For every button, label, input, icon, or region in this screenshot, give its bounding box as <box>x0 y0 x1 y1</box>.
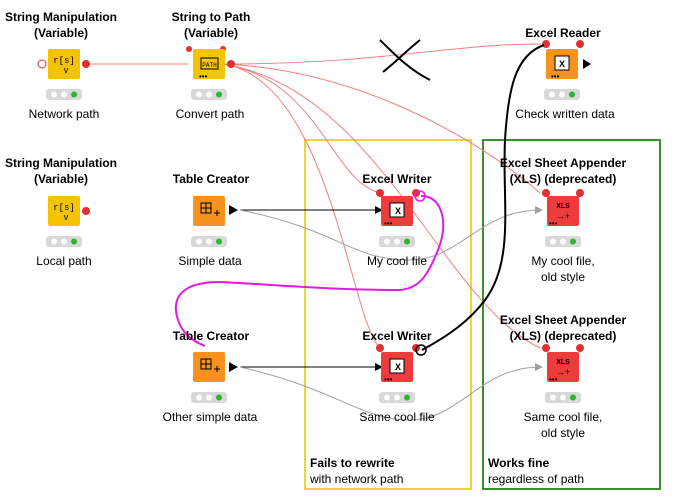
node-excel-sheet-appender-2[interactable]: XLS →+ ••• <box>542 344 584 403</box>
title-table-creator-2: Table Creator <box>172 329 250 343</box>
magenta-end-circle <box>414 190 426 202</box>
svg-text:•••: ••• <box>199 72 208 81</box>
svg-text:X: X <box>395 362 401 372</box>
svg-text:•••: ••• <box>384 219 393 228</box>
title-table-creator-1: Table Creator <box>172 172 250 186</box>
title-string-to-path: String to Path (Variable) <box>171 10 251 40</box>
fails-annotation-text: Fails to rewrite with network path <box>310 456 404 486</box>
svg-text:v: v <box>64 212 69 222</box>
label-check-written-data: Check written data <box>515 107 615 121</box>
black-end-circle <box>415 344 427 356</box>
svg-text:•••: ••• <box>551 72 560 81</box>
node-string-manipulation-local[interactable]: r[s] v <box>46 196 90 247</box>
label-my-cool-file: My cool file <box>366 254 428 268</box>
title-appender-1: Excel Sheet Appender (XLS) (deprecated) <box>499 156 627 186</box>
title-excel-reader: Excel Reader <box>525 26 601 40</box>
title-excel-writer-2: Excel Writer <box>362 329 432 343</box>
svg-text:•••: ••• <box>549 375 558 384</box>
svg-text:→+: →+ <box>556 211 570 221</box>
svg-text:v: v <box>64 65 69 75</box>
works-annotation-box <box>482 139 661 490</box>
node-string-manipulation-network[interactable]: r[s] v <box>37 49 90 100</box>
fails-annotation-box <box>304 139 472 490</box>
svg-text:XLS: XLS <box>556 203 570 210</box>
svg-text:→+: →+ <box>556 367 570 377</box>
label-appender-1: My cool file, old style <box>531 254 595 284</box>
cross-out-marker <box>379 39 431 81</box>
node-excel-reader[interactable]: X ••• <box>542 40 591 100</box>
svg-text:•••: ••• <box>549 219 558 228</box>
title-string-manipulation-network: String Manipulation (Variable) <box>5 10 117 40</box>
title-excel-writer-1: Excel Writer <box>362 172 432 186</box>
title-string-manipulation-local: String Manipulation (Variable) <box>5 156 117 186</box>
node-icon-text: r[s] <box>53 56 75 66</box>
node-table-creator-2[interactable] <box>191 352 238 403</box>
label-local-path: Local path <box>36 254 92 268</box>
svg-text:X: X <box>395 206 401 216</box>
label-network-path: Network path <box>28 107 100 121</box>
connection-arrowheads <box>375 206 543 371</box>
node-table-creator-1[interactable] <box>191 196 238 247</box>
node-excel-writer-1[interactable]: X ••• <box>376 189 420 247</box>
black-hand-drawn-line <box>421 44 545 351</box>
variable-connections <box>88 43 541 349</box>
data-connections <box>239 209 541 421</box>
excel-icon: X <box>559 59 565 69</box>
label-appender-2: Same cool file, old style <box>523 410 603 440</box>
svg-text:XLS: XLS <box>556 359 570 366</box>
label-same-cool-file: Same cool file <box>359 410 435 424</box>
magenta-hand-drawn-line <box>174 194 445 347</box>
path-icon: PATH <box>202 62 217 69</box>
svg-text:•••: ••• <box>384 375 393 384</box>
label-convert-path: Convert path <box>175 107 245 121</box>
label-other-simple-data: Other simple data <box>162 410 258 424</box>
works-annotation-text: Works fine regardless of path <box>488 456 585 486</box>
node-string-to-path[interactable]: PATH ••• <box>186 46 235 100</box>
label-simple-data: Simple data <box>178 254 242 268</box>
title-appender-2: Excel Sheet Appender (XLS) (deprecated) <box>499 313 627 343</box>
svg-text:r[s]: r[s] <box>53 203 75 213</box>
node-excel-sheet-appender-1[interactable]: XLS →+ ••• <box>542 189 584 247</box>
node-excel-writer-2[interactable]: X ••• <box>376 344 420 403</box>
